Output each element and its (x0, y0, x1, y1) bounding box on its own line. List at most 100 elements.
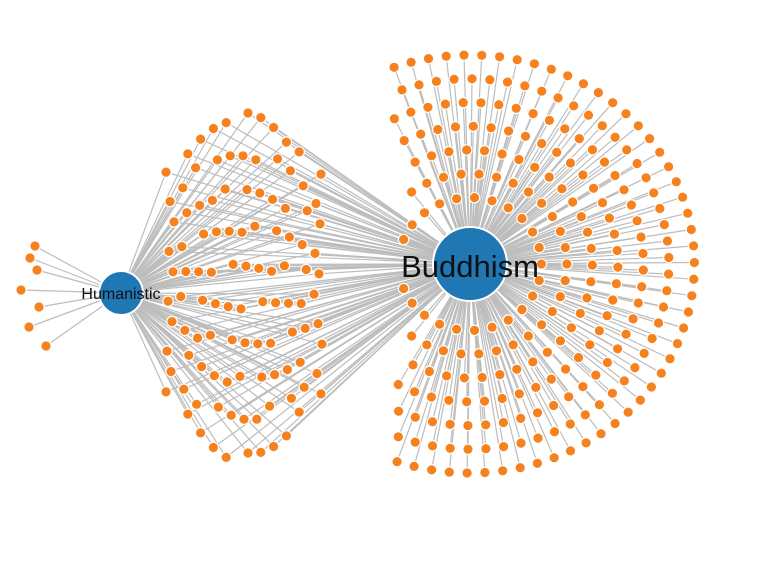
leaf-node-buddhism (547, 399, 560, 412)
leaf-node-buddhism (546, 210, 559, 223)
leaf-node-buddhism (564, 445, 577, 457)
leaf-node-shared (225, 409, 237, 421)
leaf-node-buddhism (620, 144, 633, 156)
leaf-node-buddhism (589, 369, 602, 381)
hub-humanistic[interactable]: Humanistic (81, 270, 161, 316)
leaf-node-buddhism (655, 367, 668, 379)
leaf-node-buddhism (507, 177, 519, 189)
edge (217, 159, 471, 265)
leaf-node-shared (179, 324, 191, 337)
leaf-node-buddhism (652, 317, 665, 329)
leaf-node-shared (295, 297, 307, 310)
leaf-node-shared (197, 228, 210, 240)
leaf-node-buddhism (670, 175, 683, 188)
leaf-node-shared (223, 225, 235, 237)
leaf-nodes-layer (15, 49, 701, 479)
leaf-node-buddhism (485, 121, 497, 134)
leaf-node-shared (239, 336, 251, 349)
edge (120, 292, 262, 453)
leaf-node-shared (236, 226, 248, 239)
leaf-node-buddhism (662, 251, 675, 264)
leaf-node-buddhism (405, 186, 418, 198)
leaf-node-shared (237, 150, 249, 162)
leaf-node-buddhism (450, 192, 463, 205)
leaf-node-buddhism (577, 380, 589, 393)
leaf-node-shared (254, 446, 267, 459)
leaf-node-buddhism (550, 146, 563, 159)
leaf-node-shared (182, 408, 194, 420)
leaf-node-shared (208, 369, 221, 382)
edge (120, 292, 293, 333)
leaf-node-shared (235, 303, 247, 315)
leaf-node-buddhism (457, 96, 469, 109)
leaf-node-buddhism (635, 280, 648, 293)
leaf-node-buddhism (562, 390, 575, 403)
leaf-node-buddhism (437, 344, 450, 357)
leaf-node-buddhism (575, 210, 588, 223)
hub-node-buddhism[interactable] (432, 226, 508, 302)
edge (120, 292, 271, 344)
leaf-node-buddhism (392, 405, 405, 417)
leaf-node-shared (250, 413, 263, 425)
leaf-node-buddhism (587, 182, 600, 195)
leaf-node-buddhism (685, 289, 698, 302)
edge (120, 141, 287, 294)
hub-node-humanistic[interactable] (98, 270, 144, 316)
leaf-node-buddhism (676, 191, 689, 203)
leaf-node-buddhism (603, 212, 616, 224)
leaf-node-shared (310, 197, 322, 210)
edge (180, 263, 471, 298)
leaf-node-buddhism (414, 128, 427, 140)
leaf-node-buddhism (450, 323, 463, 336)
edge (120, 159, 257, 294)
leaf-node-buddhism (493, 50, 506, 63)
leaf-node-buddhism (611, 244, 623, 257)
leaf-node-buddhism (510, 102, 522, 115)
leaf-node-buddhism (577, 169, 589, 181)
leaf-node-buddhism (561, 258, 573, 270)
leaf-node-buddhism (448, 73, 460, 86)
leaf-node-buddhism (601, 356, 614, 369)
leaf-node-buddhism (640, 172, 652, 184)
leaf-node-shared (206, 194, 219, 207)
leaf-node-shared (316, 338, 328, 350)
leaf-node-buddhism (531, 457, 544, 470)
leaf-node-buddhism (561, 70, 574, 82)
leaf-node-shared (224, 150, 236, 162)
leaf-node-buddhism (426, 440, 439, 452)
leaf-node-buddhism (573, 132, 586, 145)
leaf-node-shared (242, 107, 254, 119)
leaf-node-shared (166, 315, 178, 328)
leaf-node-buddhism (582, 109, 595, 121)
leaf-node-buddhism (558, 123, 571, 135)
leaf-node-buddhism (526, 226, 539, 238)
leaf-node-shared (175, 290, 187, 303)
leaf-node-shared (299, 322, 311, 335)
leaf-node-buddhism (609, 131, 621, 144)
leaf-node-buddhism (496, 464, 509, 477)
leaf-node-buddhism (596, 119, 609, 132)
leaf-node-buddhism (496, 148, 508, 160)
leaf-node-buddhism (592, 86, 605, 99)
leaf-node-buddhism (406, 297, 418, 309)
leaf-node-buddhism (609, 417, 621, 430)
hub-buddhism[interactable]: Buddhism (401, 226, 539, 302)
leaf-node-buddhism (475, 49, 488, 62)
leaf-node-buddhism (664, 352, 676, 365)
leaf-node-shared (255, 371, 268, 383)
leaf-node-buddhism (405, 56, 417, 69)
leaf-node-buddhism (559, 274, 571, 287)
leaf-node-shared (312, 317, 324, 330)
leaf-node-buddhism (492, 98, 505, 111)
leaf-node-humanistic (23, 321, 35, 333)
leaf-node-shared (183, 349, 195, 362)
leaf-node-humanistic (33, 301, 45, 313)
leaf-node-shared (300, 263, 312, 276)
leaf-node-buddhism (556, 182, 568, 195)
leaf-node-buddhism (466, 73, 478, 85)
leaf-node-buddhism (559, 363, 572, 375)
leaf-node-shared (194, 133, 207, 145)
leaf-node-shared (270, 225, 283, 237)
leaf-node-buddhism (409, 156, 421, 168)
leaf-node-shared (280, 136, 293, 148)
